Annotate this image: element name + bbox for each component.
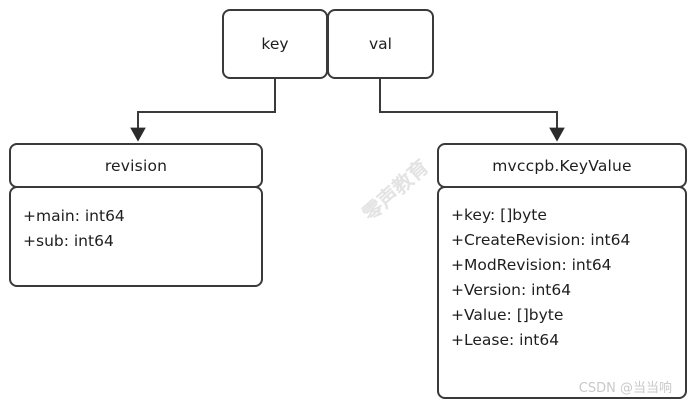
- class-title-keyvalue-label: mvccpb.KeyValue: [492, 156, 632, 175]
- class-attributes-revision: +main: int64 +sub: int64: [9, 186, 263, 287]
- csdn-watermark: CSDN @当当响: [578, 381, 672, 396]
- node-cell-val[interactable]: val: [327, 9, 434, 79]
- node-cell-key-label: key: [261, 35, 289, 53]
- node-cell-val-label: val: [369, 35, 392, 53]
- class-title-keyvalue: mvccpb.KeyValue: [437, 143, 687, 188]
- attribute-item: +main: int64: [23, 207, 125, 225]
- node-cell-key[interactable]: key: [222, 9, 328, 79]
- edge-key-to-revision: [130, 79, 276, 142]
- attribute-item: +key: []byte: [451, 206, 547, 224]
- attribute-item: +Lease: int64: [451, 331, 560, 349]
- class-box-revision[interactable]: revision +main: int64 +sub: int64: [9, 143, 263, 287]
- key-value-node: key val: [222, 9, 434, 79]
- class-attributes-keyvalue: +key: []byte +CreateRevision: int64 +Mod…: [437, 186, 687, 399]
- attribute-item: +sub: int64: [23, 232, 114, 250]
- class-box-keyvalue[interactable]: mvccpb.KeyValue +key: []byte +CreateRevi…: [437, 143, 687, 399]
- attribute-item: +Version: int64: [451, 281, 572, 299]
- attribute-item: +CreateRevision: int64: [451, 231, 631, 249]
- attribute-item: +Value: []byte: [451, 306, 564, 324]
- attribute-list-keyvalue: +key: []byte +CreateRevision: int64 +Mod…: [451, 203, 685, 353]
- class-title-revision-label: revision: [104, 156, 168, 175]
- attribute-item: +ModRevision: int64: [451, 256, 612, 274]
- edge-val-to-keyvalue: [379, 79, 565, 142]
- class-title-revision: revision: [9, 143, 263, 188]
- attribute-list-revision: +main: int64 +sub: int64: [23, 204, 261, 254]
